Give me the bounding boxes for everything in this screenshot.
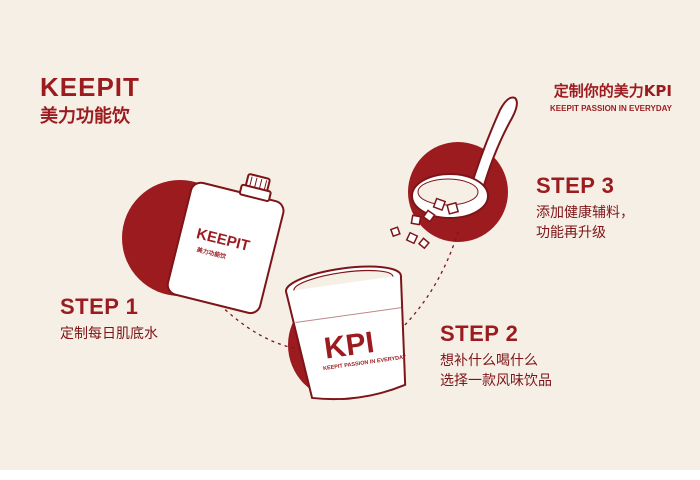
step-1-description: 定制每日肌底水 [60, 324, 158, 344]
tagline-main: 定制你的美力KPI [553, 82, 672, 100]
step-2-line-2: 选择一款风味饮品 [440, 373, 552, 389]
pouch-icon: KEEPIT 美力功能饮 [166, 173, 285, 315]
step-2-title: STEP 2 [440, 321, 519, 346]
cup-logo: KPI [322, 326, 376, 366]
spoon-icon [389, 96, 518, 250]
brand-logo: KEEPIT [40, 72, 140, 102]
step-3-title: STEP 3 [536, 173, 615, 198]
step-1-title: STEP 1 [60, 294, 139, 319]
step-3-description: 添加健康辅料， 功能再升级 [536, 203, 634, 243]
tagline-sub: KEEPIT PASSION IN EVERYDAY [550, 104, 672, 113]
step-3: STEP 3 添加健康辅料， 功能再升级 [536, 175, 634, 243]
step-3-line-2: 功能再升级 [536, 225, 606, 241]
step-2-line-1: 想补什么喝什么 [440, 353, 538, 369]
brand-subtitle: 美力功能饮 [40, 106, 130, 127]
dashed-path-2 [399, 231, 459, 331]
cup-icon: KPI KEEPIT PASSION IN EVERYDAY [284, 265, 407, 401]
dashed-path [214, 299, 306, 351]
step-2-description: 想补什么喝什么 选择一款风味饮品 [440, 351, 552, 391]
brand-block: KEEPIT 美力功能饮 [40, 74, 140, 128]
bottom-strip [0, 470, 700, 480]
step-3-line-1: 添加健康辅料， [536, 205, 634, 221]
step-2: STEP 2 想补什么喝什么 选择一款风味饮品 [440, 323, 552, 391]
step-1-line-1: 定制每日肌底水 [60, 326, 158, 342]
step-1: STEP 1 定制每日肌底水 [60, 296, 158, 344]
tagline-block: 定制你的美力KPI KEEPIT PASSION IN EVERYDAY [550, 80, 672, 113]
